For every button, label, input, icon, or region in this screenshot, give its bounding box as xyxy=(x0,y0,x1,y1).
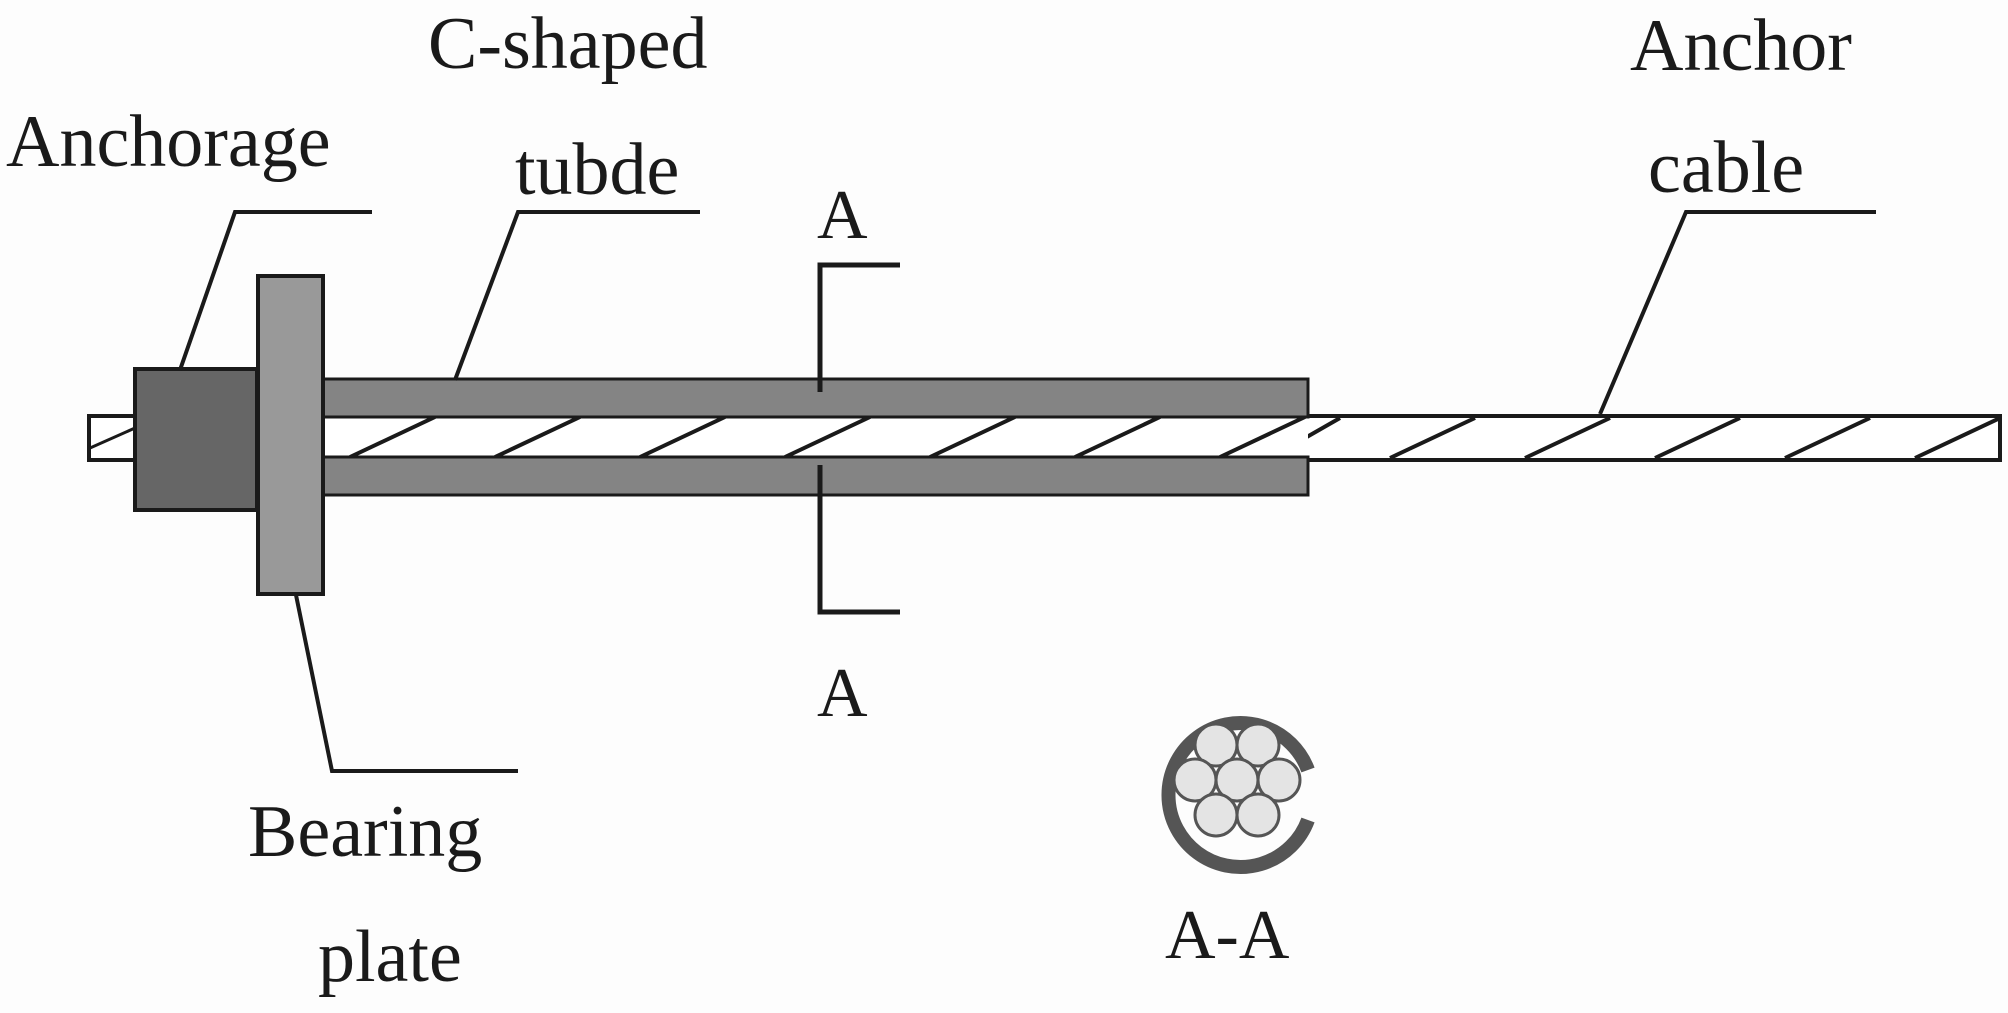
anchor-cable xyxy=(87,414,2002,462)
leader-c-shaped-tube xyxy=(453,210,700,381)
strand xyxy=(1193,792,1239,838)
section-mark-bottom xyxy=(817,465,900,615)
c-shaped-tube xyxy=(321,377,1310,497)
strand xyxy=(1235,722,1281,768)
label-anchor-cable-line1: Anchor xyxy=(1630,5,1852,87)
label-anchorage: Anchorage xyxy=(6,101,331,183)
label-c-shaped-line2: tubde xyxy=(515,129,680,211)
label-section-view: A-A xyxy=(1165,897,1290,974)
cable-hatching-left xyxy=(90,426,135,450)
strand xyxy=(1235,792,1281,838)
leader-lines xyxy=(178,210,1876,773)
leader-anchorage xyxy=(178,210,372,371)
label-section-bottom: A xyxy=(817,655,868,732)
label-section-top: A xyxy=(817,177,868,254)
strand-bundle xyxy=(1172,722,1302,838)
bearing-plate xyxy=(256,274,325,596)
section-mark-top xyxy=(817,262,900,392)
label-bearing-plate-line1: Bearing xyxy=(248,791,483,873)
leader-bearing-plate xyxy=(294,594,518,773)
cable-hatching-right xyxy=(1308,417,2000,459)
leader-anchor-cable xyxy=(1598,210,1876,415)
label-anchor-cable-line2: cable xyxy=(1648,127,1805,209)
label-bearing-plate-line2: plate xyxy=(318,916,462,998)
anchorage-block xyxy=(133,367,259,512)
label-c-shaped-line1: C-shaped xyxy=(428,3,708,85)
cable-hatching-mid xyxy=(349,417,1306,457)
section-view-a-a xyxy=(1161,716,1315,874)
strand xyxy=(1256,757,1302,803)
section-cut-marks xyxy=(817,262,900,615)
